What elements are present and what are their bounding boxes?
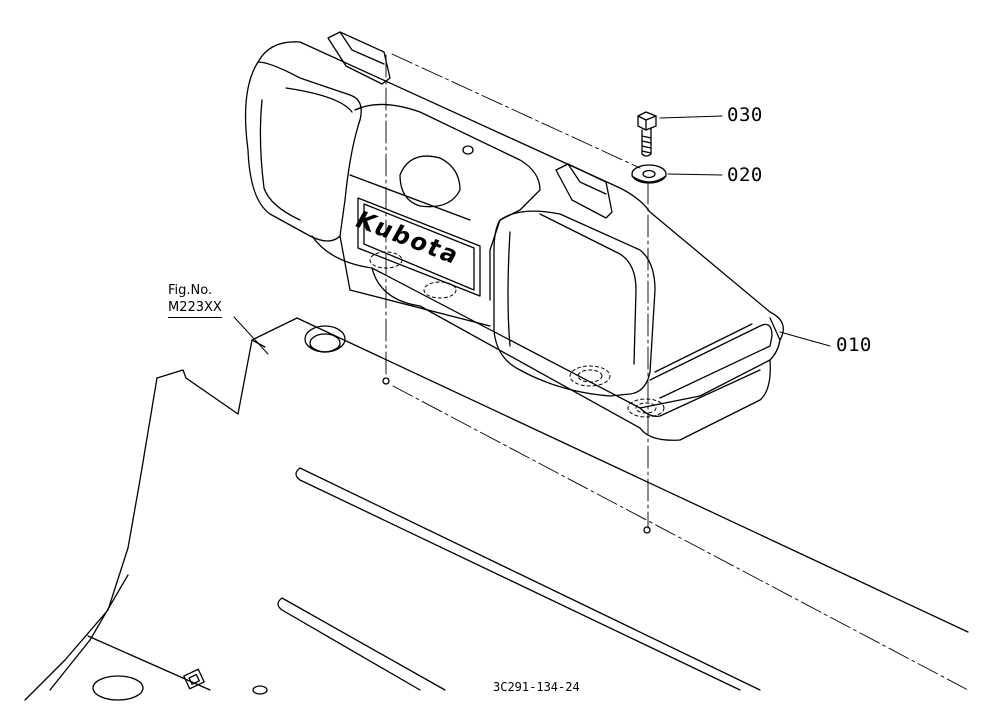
machine-body — [24, 317, 969, 701]
drawing-code: 3C291-134-24 — [493, 680, 580, 694]
bolt-icon — [637, 111, 657, 157]
tray-holes — [369, 251, 665, 418]
leader-lines — [659, 115, 831, 347]
center-lines — [385, 53, 969, 691]
toolbox-icon — [244, 31, 784, 441]
figure-reference-title: Fig.No. — [168, 283, 213, 298]
figure-reference[interactable]: Fig.No. M223XX — [168, 282, 222, 318]
washer-icon — [631, 164, 667, 184]
figure-reference-number: M223XX — [168, 299, 222, 318]
part-label-010[interactable]: 010 — [836, 334, 872, 356]
fig-ref-leader — [233, 316, 269, 355]
hole-mark — [382, 377, 390, 385]
part-label-020[interactable]: 020 — [727, 164, 763, 186]
hole-mark — [643, 526, 651, 534]
part-label-030[interactable]: 030 — [727, 104, 763, 126]
